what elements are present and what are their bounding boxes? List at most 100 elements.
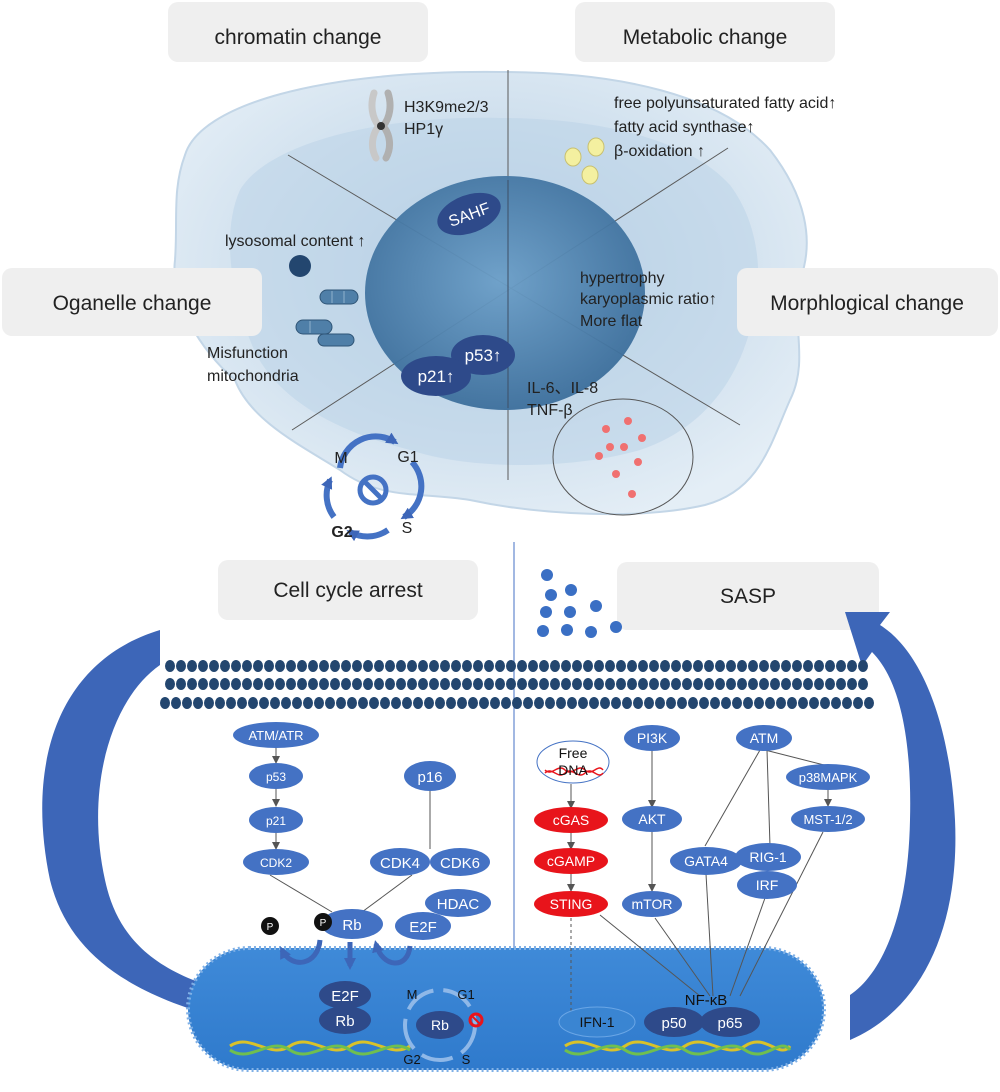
membrane-lipid [253,678,263,690]
svg-text:Rb: Rb [431,1017,449,1033]
membrane-lipid [319,678,329,690]
membrane-lipid [748,678,758,690]
membrane-lipid [495,678,505,690]
membrane-lipid [638,660,648,672]
svg-text:Free: Free [559,745,588,761]
cell-nucleus [365,176,645,410]
svg-text:NF-κB: NF-κB [685,992,728,1009]
no-entry-icon [357,474,389,506]
metabolic-marker: free polyunsaturated fatty acid↑ [614,95,836,112]
svg-text:p65: p65 [717,1015,742,1032]
membrane-lipid [726,660,736,672]
membrane-lipid [809,697,819,709]
membrane-lipid [281,697,291,709]
membrane-lipid [561,660,571,672]
node-gata4: GATA4 [670,847,742,875]
membrane-lipid [358,697,368,709]
membrane-lipid [605,678,615,690]
membrane-lipid [182,697,192,709]
node-sting: STING [534,891,608,917]
membrane-lipid [380,697,390,709]
membrane-lipid [836,660,846,672]
membrane-lipid [418,660,428,672]
membrane-lipid [171,697,181,709]
membrane-lipid [374,660,384,672]
svg-text:ATM/ATR: ATM/ATR [248,728,303,743]
membrane-lipid [341,660,351,672]
svg-text:Metabolic change: Metabolic change [623,26,788,49]
membrane-lipid [853,697,863,709]
svg-text:Rb: Rb [342,917,361,934]
membrane-lipid [814,660,824,672]
node-atm-atr: ATM/ATR [233,722,319,748]
svg-text:GATA4: GATA4 [684,853,728,869]
svg-text:G2: G2 [403,1052,420,1067]
membrane-lipid [330,660,340,672]
membrane-lipid [275,660,285,672]
membrane-lipid [605,660,615,672]
svg-text:S: S [462,1052,471,1067]
chromosome-icon [368,89,394,162]
svg-text:p21↑: p21↑ [418,367,455,386]
header-cell-cycle: Cell cycle arrest [218,560,478,620]
membrane-lipid [451,660,461,672]
membrane-lipid [770,660,780,672]
membrane-lipid [297,660,307,672]
nucleus-p50: p50 [644,1007,704,1037]
membrane-lipid [165,660,175,672]
membrane-lipid [858,660,868,672]
membrane-lipid [462,678,472,690]
membrane-lipid [363,660,373,672]
membrane-lipid [688,697,698,709]
membrane-lipid [611,697,621,709]
membrane-lipid [292,697,302,709]
membrane-lipid [649,660,659,672]
node-rb: Rb [321,909,383,939]
membrane-lipid [209,660,219,672]
membrane-lipid [693,660,703,672]
membrane-lipid [286,660,296,672]
membrane-lipid [627,678,637,690]
membrane-lipid [737,678,747,690]
membrane-lipid [187,678,197,690]
svg-text:p53↑: p53↑ [465,346,502,365]
membrane-lipid [176,660,186,672]
node-irf: IRF [737,871,797,899]
membrane-lipid [677,697,687,709]
membrane-lipid [352,678,362,690]
membrane-lipid [495,660,505,672]
membrane-lipid [798,697,808,709]
membrane-lipid [165,678,175,690]
membrane-lipid [347,697,357,709]
membrane-lipid [704,660,714,672]
svg-text:SASP: SASP [720,585,776,608]
svg-text:STING: STING [550,896,593,912]
svg-text:CDK6: CDK6 [440,855,480,872]
svg-text:MST-1/2: MST-1/2 [803,812,852,827]
membrane-lipid [220,660,230,672]
membrane-lipid [748,660,758,672]
membrane-lipid [209,678,219,690]
membrane-lipid [330,678,340,690]
svg-text:Morphlogical change: Morphlogical change [770,292,964,315]
membrane-lipid [479,697,489,709]
membrane-lipid [352,660,362,672]
secretory-vesicle [552,398,694,516]
svg-text:IFN-1: IFN-1 [580,1014,615,1030]
svg-text:M: M [407,987,418,1002]
membrane-lipid [528,678,538,690]
membrane-lipid [264,660,274,672]
lysosome-icon [289,255,311,277]
node-cdk2: CDK2 [243,849,309,875]
mitochondria-icon [295,289,359,347]
membrane-lipid [506,678,516,690]
node-p21: p21 [249,807,303,833]
membrane-lipid [759,678,769,690]
membrane-lipid [583,678,593,690]
membrane-lipid [413,697,423,709]
mitochondria-label: Misfunction [207,345,288,362]
header-chromatin: chromatin change [168,2,428,62]
membrane-lipid [583,660,593,672]
p53-marker: p53↑ [451,335,515,375]
metabolic-marker: fatty acid synthase↑ [614,119,755,136]
